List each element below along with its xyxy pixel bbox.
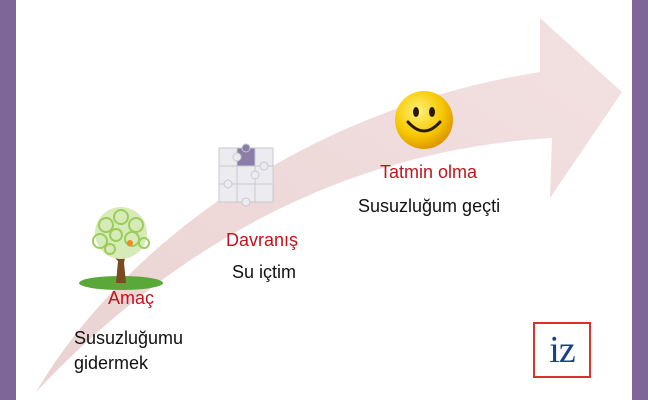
left-frame-bar [0,0,16,400]
logo-text: iz [549,329,575,371]
right-frame-bar [632,0,648,400]
iz-logo: iz [533,322,591,378]
stage-title: Amaç [108,288,155,308]
tree-icon [79,207,163,290]
puzzle-icon [218,143,274,207]
stage-goal: Amaç [108,288,188,309]
stage-title: Tatmin olma [380,162,478,182]
smiley-icon [395,91,453,149]
stage-description: Su içtim [232,262,297,282]
stage-title: Davranış [226,230,299,250]
stage-description: Susuzluğumu gidermek [74,328,184,373]
stage-description: Susuzluğum geçti [358,196,501,216]
